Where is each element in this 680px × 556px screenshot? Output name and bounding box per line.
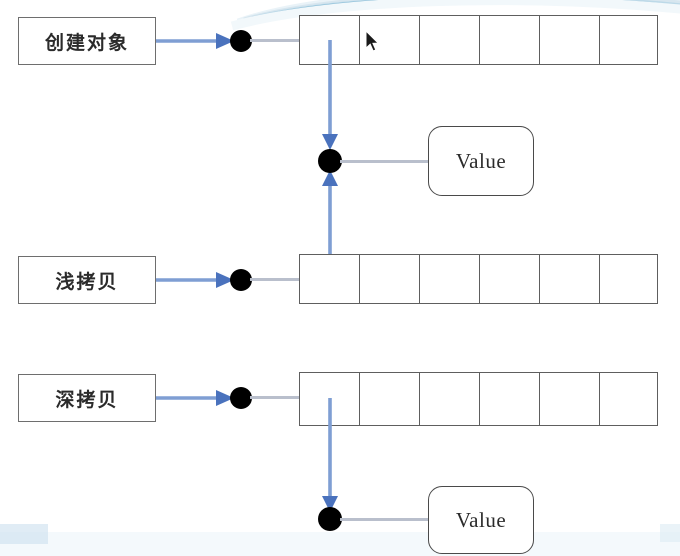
- label-box-create-object[interactable]: 创建对象: [18, 17, 156, 65]
- label-box-shallow-copy[interactable]: 浅拷贝: [18, 256, 156, 304]
- array-cell[interactable]: [360, 255, 420, 303]
- value-box-own-label: Value: [455, 507, 507, 532]
- reference-node-icon-shallow-copy: [230, 269, 252, 291]
- value-box-shared[interactable]: Value: [428, 126, 534, 196]
- array-cell[interactable]: [600, 255, 655, 303]
- array-cell[interactable]: [540, 373, 600, 425]
- reference-node-icon-shared-value: [318, 149, 342, 173]
- array-shallow-copy[interactable]: [299, 254, 658, 304]
- array-cell[interactable]: [600, 373, 655, 425]
- array-cell[interactable]: [480, 16, 540, 64]
- arrow-top-array-to-shared-node: [322, 40, 338, 150]
- array-cell[interactable]: [420, 373, 480, 425]
- label-text-deep-copy: 深拷贝: [55, 388, 119, 411]
- array-deep-copy[interactable]: [299, 372, 658, 426]
- array-cell[interactable]: [360, 16, 420, 64]
- array-cell[interactable]: [540, 255, 600, 303]
- value-box-shared-label: Value: [455, 148, 507, 173]
- array-cell[interactable]: [420, 255, 480, 303]
- reference-node-icon-create-object: [230, 30, 252, 52]
- arrow-create-object-to-node: [156, 33, 234, 49]
- array-cell[interactable]: [360, 373, 420, 425]
- connector-node-to-array-top: [250, 39, 300, 42]
- array-cell[interactable]: [480, 373, 540, 425]
- array-create-object[interactable]: [299, 15, 658, 65]
- arrow-deep-copy-to-node: [156, 390, 234, 406]
- connector-node-to-array-middle: [250, 278, 300, 281]
- connector-own-node-to-value: [340, 518, 430, 521]
- value-box-own[interactable]: Value: [428, 486, 534, 554]
- connector-shared-node-to-value: [340, 160, 430, 163]
- label-text-shallow-copy: 浅拷贝: [55, 270, 119, 293]
- reference-node-icon-own-value: [318, 507, 342, 531]
- array-cell[interactable]: [540, 16, 600, 64]
- arrow-shallow-copy-to-node: [156, 272, 234, 288]
- array-cell[interactable]: [300, 255, 360, 303]
- arrow-bottom-array-to-own-node: [322, 398, 338, 512]
- array-cell[interactable]: [600, 16, 655, 64]
- connector-node-to-array-bottom: [250, 396, 300, 399]
- label-box-deep-copy[interactable]: 深拷贝: [18, 374, 156, 422]
- array-cell[interactable]: [420, 16, 480, 64]
- label-text-create-object: 创建对象: [44, 31, 129, 54]
- array-cell[interactable]: [480, 255, 540, 303]
- reference-node-icon-deep-copy: [230, 387, 252, 409]
